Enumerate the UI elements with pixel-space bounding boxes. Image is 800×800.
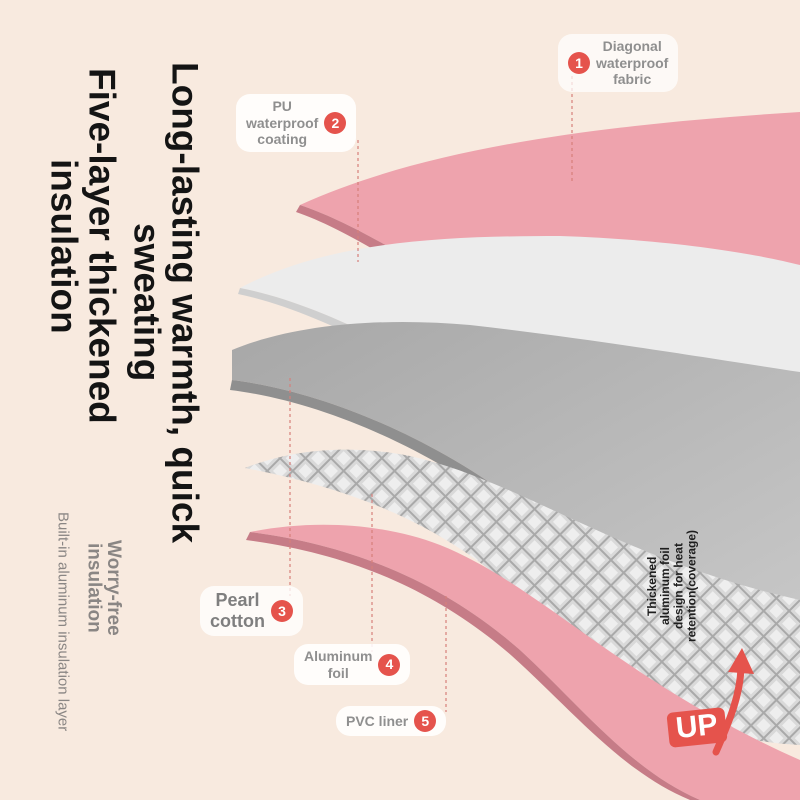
layer-label-2: PU waterproof coating 2 — [236, 94, 357, 152]
layer-label-5: PVC liner 5 — [336, 706, 447, 736]
up-arrow-head-icon — [728, 648, 754, 674]
layer-label-text: PVC liner — [346, 712, 409, 729]
layer-number-badge: 2 — [324, 111, 347, 134]
liner-layer-pink — [250, 524, 800, 800]
headline-line-2: Five-layer thickened insulation — [43, 68, 123, 424]
headline-line-1: Long-lasting warmth, quick sweating — [126, 62, 206, 544]
layer-number-badge: 3 — [270, 600, 293, 623]
layer-label-text: Pearl cotton — [210, 590, 265, 632]
layer-number-badge: 4 — [378, 653, 401, 676]
layer-number-badge: 1 — [568, 51, 590, 74]
subheadline-line-1: Worry-free insulation — [83, 540, 124, 636]
layer-label-text: Diagonal waterproof fabric — [596, 38, 669, 88]
layer-label-text: Aluminum foil — [304, 648, 373, 681]
layer-number-badge: 5 — [414, 710, 437, 732]
up-arrow-icon — [712, 664, 745, 756]
layer-label-text: PU waterproof coating — [246, 98, 319, 148]
up-badge: UP — [666, 707, 728, 748]
layer-label-1: 1 Diagonal waterproof fabric — [558, 34, 679, 92]
foil-side-note: Thickened aluminum foil design for heat … — [645, 530, 699, 643]
layer-label-4: Aluminum foil 4 — [294, 644, 411, 686]
subheadline-line-2: Built-in aluminum insulation layer — [54, 512, 72, 732]
layer-label-3: Pearl cotton 3 — [200, 586, 303, 637]
